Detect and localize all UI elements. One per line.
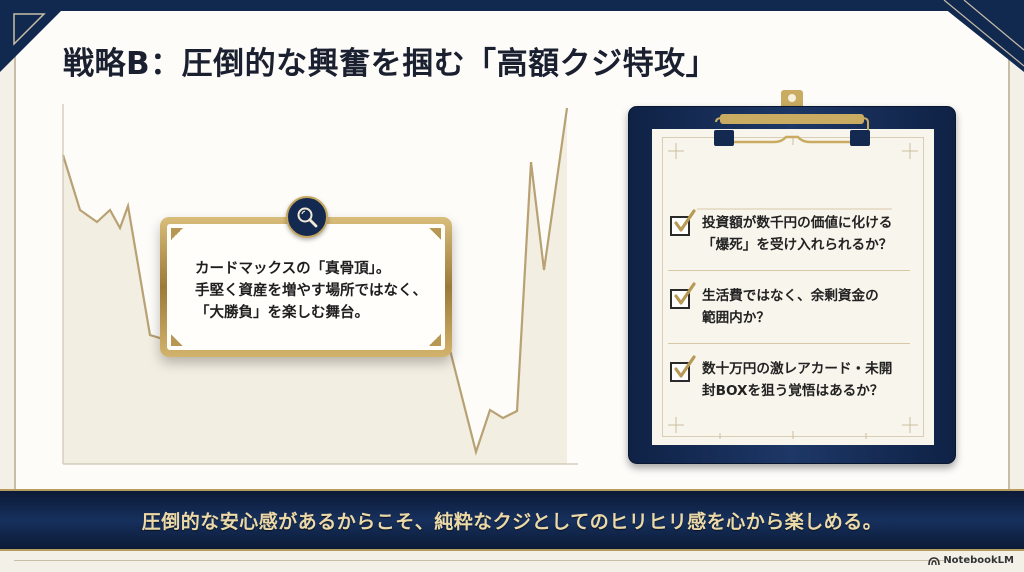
- checklist-item: 生活費ではなく、余剰資金の 範囲内か？: [668, 282, 918, 329]
- checklist-item-text: 数十万円の激レアカード・未開: [702, 361, 893, 377]
- checklist-item-text: 生活費ではなく、余剰資金の: [702, 288, 879, 304]
- page-title: 戦略B：圧倒的な興奮を掴む「高額クジ特攻」: [63, 46, 718, 82]
- banner-text: 圧倒的な安心感があるからこそ、純粋なクジとしてのヒリヒリ感を心から楽しめる。: [141, 510, 883, 533]
- chart-area-fill: [63, 108, 567, 464]
- callout-text-line: 「大勝負」を楽しむ舞台。: [195, 305, 369, 321]
- bottom-banner: 圧倒的な安心感があるからこそ、純粋なクジとしてのヒリヒリ感を心から楽しめる。: [0, 489, 1024, 551]
- callout-card: カードマックスの「真骨頂」。 手堅く資産を増やす場所ではなく、 「大勝負」を楽し…: [160, 217, 452, 357]
- callout-card-body: カードマックスの「真骨頂」。 手堅く資産を増やす場所ではなく、 「大勝負」を楽し…: [167, 224, 445, 350]
- callout-text-line: カードマックスの「真骨頂」。: [195, 261, 391, 277]
- corner-ornament: [429, 334, 441, 346]
- checklist-item: 数十万円の激レアカード・未開 封BOXを狙う覚悟はあるか？: [668, 355, 918, 402]
- checkmark-icon: [674, 209, 696, 232]
- checkmark-icon: [674, 282, 696, 305]
- paper-crosshair-marks: [668, 137, 918, 439]
- corner-ornament: [429, 228, 441, 240]
- checklist-item-text: 範囲内か？: [702, 310, 770, 326]
- callout-text-line: 手堅く資産を増やす場所ではなく、: [195, 283, 427, 299]
- top-band: [0, 0, 1024, 12]
- divider: [668, 270, 910, 271]
- footer-line: [14, 560, 944, 561]
- corner-ornament-top-left: [0, 0, 72, 72]
- watermark-label: NotebookLM: [943, 555, 1014, 566]
- clipboard-clip: [714, 114, 870, 146]
- clipboard-paper: [652, 129, 934, 445]
- checklist-item-text: 封BOXを狙う覚悟はあるか？: [702, 383, 884, 399]
- clipboard-hanger: [781, 90, 803, 108]
- corner-ornament: [171, 228, 183, 240]
- magnifier-badge: [286, 196, 328, 238]
- checklist-clipboard: [628, 106, 956, 464]
- watermark: NotebookLM: [928, 555, 1014, 566]
- checklist: 投資額が数千円の価値に化ける 「爆死」を受け入れられるか？ 生活費ではなく、余剰…: [668, 209, 918, 402]
- corner-ornament-top-right: [934, 0, 1024, 72]
- notebooklm-logo-icon: [928, 556, 941, 565]
- checkmark-icon: [674, 355, 696, 378]
- divider: [668, 343, 910, 344]
- checklist-item-text: 「爆死」を受け入れられるか？: [702, 237, 893, 253]
- corner-ornament: [171, 334, 183, 346]
- checklist-item-text: 投資額が数千円の価値に化ける: [702, 215, 893, 231]
- checklist-item: 投資額が数千円の価値に化ける 「爆死」を受け入れられるか？: [668, 209, 918, 256]
- magnifier-icon: [297, 207, 318, 228]
